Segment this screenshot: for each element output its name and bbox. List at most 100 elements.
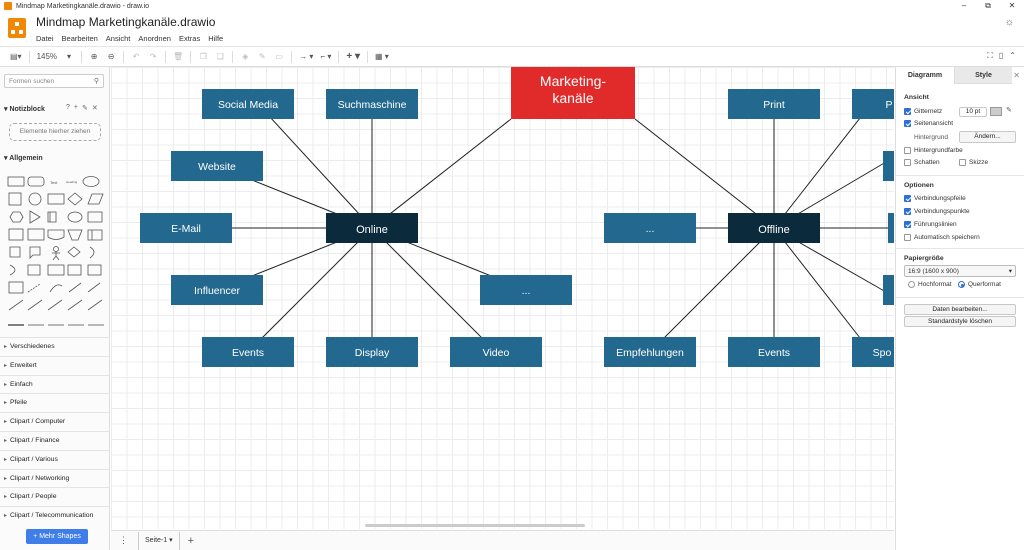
fill-color-icon[interactable]: ◈: [242, 52, 249, 61]
help-icon[interactable]: ?: [66, 104, 70, 111]
waypoints-icon[interactable]: ⌐ ▾: [320, 52, 332, 61]
panel-close-icon[interactable]: ✕: [1013, 71, 1020, 80]
node-offline-more[interactable]: ...: [604, 213, 696, 243]
mindmap-diagram[interactable]: Marketing- kanäle Online Offline Social …: [111, 67, 894, 529]
to-back-icon[interactable]: ❏: [216, 52, 224, 61]
node-offline-partial-right-2[interactable]: [888, 213, 894, 243]
category-clipart-various[interactable]: Clipart / Various: [0, 449, 110, 469]
grid-settings-icon[interactable]: ✎: [1006, 107, 1012, 114]
category-pfeile[interactable]: Pfeile: [0, 393, 110, 412]
zoom-out-icon[interactable]: ⊖: [107, 52, 115, 61]
auto-save-checkbox[interactable]: Automatisch speichern: [904, 234, 980, 241]
change-background-button[interactable]: Ändern...: [959, 131, 1016, 143]
node-empfehlungen[interactable]: Empfehlungen: [604, 337, 696, 367]
category-verschiedenes[interactable]: Verschiedenes: [0, 337, 110, 356]
tab-style[interactable]: Style: [954, 67, 1012, 84]
zoom-select[interactable]: 145%: [36, 52, 58, 61]
node-display[interactable]: Display: [326, 337, 418, 367]
search-icon[interactable]: ⚲: [93, 78, 99, 85]
offline-hub[interactable]: Offline: [728, 213, 820, 243]
checkbox-icon[interactable]: [904, 159, 911, 166]
fullscreen-icon[interactable]: ⛶: [987, 51, 993, 60]
category-clipart-networking[interactable]: Clipart / Networking: [0, 468, 110, 487]
node-online-more[interactable]: ...: [480, 275, 572, 305]
node-offline-partial-bottom[interactable]: Spo: [852, 337, 894, 367]
add-page-button[interactable]: +: [187, 534, 195, 547]
general-shapes-palette[interactable]: Text Heading: [6, 174, 106, 334]
format-panel-icon[interactable]: ▯: [998, 51, 1004, 60]
hintergrundfarbe-checkbox[interactable]: Hintergrundfarbe: [904, 147, 963, 154]
node-online-events[interactable]: Events: [202, 337, 294, 367]
close-icon[interactable]: ✕: [91, 105, 98, 112]
shadow-icon[interactable]: ▭: [275, 52, 283, 61]
grid-size-input[interactable]: 10 pt: [959, 107, 987, 117]
menu-hilfe[interactable]: Hilfe: [208, 34, 224, 43]
node-offline-partial-top[interactable]: P: [852, 89, 894, 119]
node-offline-partial-right-3[interactable]: [883, 275, 894, 305]
diagram-canvas[interactable]: Marketing- kanäle Online Offline Social …: [111, 67, 894, 529]
horizontal-scrollbar[interactable]: [365, 524, 585, 527]
category-clipart-finance[interactable]: Clipart / Finance: [0, 430, 110, 450]
node-social-media[interactable]: Social Media: [202, 89, 294, 119]
checkbox-icon[interactable]: [904, 147, 911, 154]
querformat-radio[interactable]: Querformat: [958, 281, 1001, 288]
seitenansicht-checkbox[interactable]: Seitenansicht: [904, 120, 953, 127]
fuehrungslinien-checkbox[interactable]: Führungslinien: [904, 221, 957, 228]
edit-icon[interactable]: ✎: [82, 105, 88, 112]
checkbox-icon[interactable]: [904, 208, 911, 215]
category-clipart-people[interactable]: Clipart / People: [0, 487, 110, 506]
checkbox-icon[interactable]: [904, 120, 911, 127]
category-einfach[interactable]: Einfach: [0, 374, 110, 393]
more-shapes-button[interactable]: + Mehr Shapes: [26, 529, 88, 544]
gitternetz-checkbox[interactable]: Gitternetz: [904, 108, 942, 115]
skizze-checkbox[interactable]: Skizze: [959, 159, 988, 166]
add-icon[interactable]: +: [73, 104, 78, 111]
verbindungspfeile-checkbox[interactable]: Verbindungspfeile: [904, 195, 966, 202]
page-tab-seite-1[interactable]: Seite-1 ▾: [138, 531, 180, 550]
category-erweitert[interactable]: Erweitert: [0, 355, 110, 375]
menu-extras[interactable]: Extras: [178, 34, 201, 43]
scratchpad-dropzone[interactable]: Elemente hierher ziehen: [9, 123, 101, 141]
shape-search-input[interactable]: Formen suchen ⚲: [4, 74, 104, 88]
menu-ansicht[interactable]: Ansicht: [105, 34, 131, 43]
node-influencer[interactable]: Influencer: [171, 275, 263, 305]
theme-sun-icon[interactable]: ☼: [1004, 17, 1014, 28]
category-clipart-computer[interactable]: Clipart / Computer: [0, 412, 110, 431]
checkbox-icon[interactable]: [959, 159, 966, 166]
node-website[interactable]: Website: [171, 151, 263, 181]
node-offline-events[interactable]: Events: [728, 337, 820, 367]
allgemein-header[interactable]: ▾ Allgemein: [4, 155, 43, 162]
close-button[interactable]: ✕: [1008, 1, 1016, 10]
grid-color-swatch[interactable]: [990, 107, 1002, 116]
menu-anordnen[interactable]: Anordnen: [138, 34, 171, 43]
undo-icon[interactable]: ↶: [132, 52, 140, 61]
verbindungspunkte-checkbox[interactable]: Verbindungspunkte: [904, 208, 970, 215]
maximize-button[interactable]: ⧉: [985, 1, 991, 10]
pages-menu-icon[interactable]: ⋮: [119, 535, 128, 545]
zoom-in-icon[interactable]: ⊕: [90, 52, 98, 61]
node-print[interactable]: Print: [728, 89, 820, 119]
radio-icon[interactable]: [908, 281, 915, 288]
redo-icon[interactable]: ↷: [149, 52, 157, 61]
checkbox-icon[interactable]: [904, 234, 911, 241]
edit-data-button[interactable]: Daten bearbeiten...: [904, 304, 1016, 315]
menu-bearbeiten[interactable]: Bearbeiten: [61, 34, 98, 43]
radio-icon[interactable]: [958, 281, 965, 288]
checkbox-icon[interactable]: [904, 108, 911, 115]
checkbox-icon[interactable]: [904, 221, 911, 228]
node-offline-partial-right-1[interactable]: [883, 151, 894, 181]
central-node[interactable]: Marketing- kanäle: [511, 67, 635, 119]
notizblock-header[interactable]: ▾ Notizblock: [4, 106, 45, 113]
panel-toggle-icon[interactable]: ▤▾: [10, 52, 22, 61]
document-title[interactable]: Mindmap Marketingkanäle.drawio: [36, 15, 216, 29]
menu-datei[interactable]: Datei: [36, 34, 54, 43]
tab-diagramm[interactable]: Diagramm: [896, 67, 954, 84]
online-hub[interactable]: Online: [326, 213, 418, 243]
node-suchmaschine[interactable]: Suchmaschine: [326, 89, 418, 119]
clear-default-style-button[interactable]: Standardstyle löschen: [904, 316, 1016, 327]
paper-size-select[interactable]: 16:9 (1600 x 900)▾: [904, 265, 1016, 277]
zoom-dropdown-icon[interactable]: ▾: [67, 52, 72, 61]
schatten-checkbox[interactable]: Schatten: [904, 159, 940, 166]
minimize-button[interactable]: –: [961, 1, 967, 10]
node-email[interactable]: E-Mail: [140, 213, 232, 243]
